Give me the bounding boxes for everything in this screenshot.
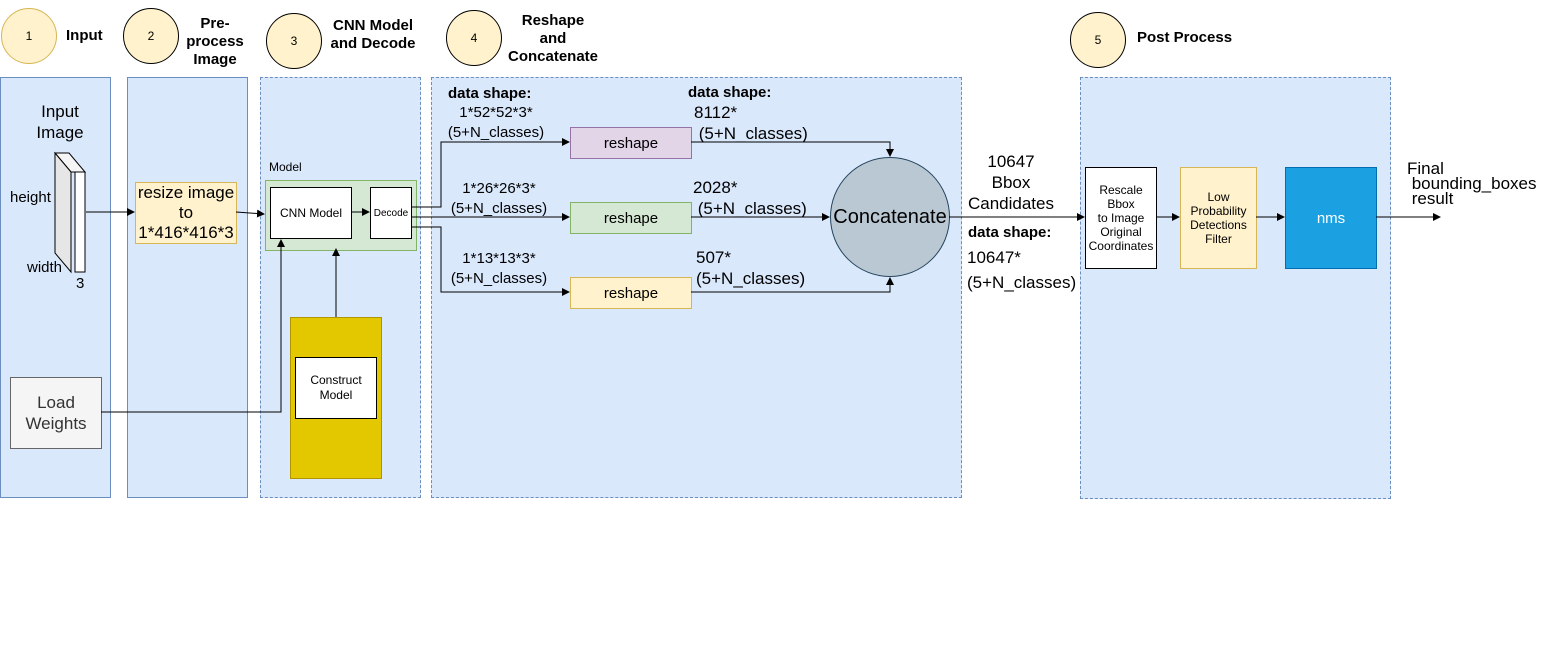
arrow-reshape-1-to-concat — [691, 141, 894, 157]
stage-5-circle: 5 — [1070, 12, 1126, 68]
stage-4-number: 4 — [470, 31, 478, 45]
reshape-label-1: reshape — [603, 134, 659, 152]
rescale-bbox-label: Rescale Bbox to Image Original Coordinat… — [1088, 183, 1154, 253]
decode-label: Decode — [373, 207, 409, 219]
nms-label: nms — [1316, 209, 1346, 227]
stage-2-circle: 2 — [123, 8, 179, 64]
model-group-label: Model — [269, 160, 302, 174]
construct-model-label: Construct Model — [310, 373, 362, 402]
reshape-box-3[interactable]: reshape — [570, 277, 692, 309]
reshape-box-2[interactable]: reshape — [570, 202, 692, 234]
resize-image-label: resize image to 1*416*416*3 — [137, 183, 235, 242]
output-shape-2028: 2028* (5+N_classes) — [693, 178, 807, 218]
bbox-candidates-label: 10647 Bbox Candidates — [967, 152, 1054, 213]
final-result-label: Final bounding_boxes result — [1407, 159, 1537, 208]
reshape-label-2: reshape — [603, 209, 659, 227]
height-label: height — [10, 189, 51, 206]
input-shape-26: 1*26*26*3* (5+N_classes) — [450, 180, 548, 217]
input-shape-52: 1*52*52*3* (5+N_classes) — [447, 104, 545, 141]
construct-model-box[interactable]: Construct Model — [295, 357, 377, 419]
cnn-model-box[interactable]: CNN Model — [270, 187, 352, 239]
stage-1-number: 1 — [25, 29, 33, 43]
preprocess-panel — [127, 77, 248, 498]
input-shape-13: 1*13*13*3* (5+N_classes) — [450, 250, 548, 287]
stage-4-circle: 4 — [446, 10, 502, 66]
arrow-weights-to-cnn — [101, 239, 285, 413]
between-shape: 10647* (5+N_classes) — [967, 248, 1077, 292]
arrow-reshape-3-to-concat — [691, 277, 894, 293]
stage-3-circle: 3 — [266, 13, 322, 69]
postprocess-panel — [1080, 77, 1391, 499]
arrow-decode-to-reshape-1 — [411, 138, 570, 208]
channels-label: 3 — [76, 275, 85, 292]
decode-box[interactable]: Decode — [370, 187, 412, 239]
stage-4-title: Reshape and Concatenate — [507, 12, 599, 65]
low-probability-filter-box[interactable]: Low Probability Detections Filter — [1180, 167, 1257, 269]
concatenate-label: Concatenate — [833, 205, 947, 228]
output-shape-507: 507* (5+N_classes) — [696, 248, 806, 288]
load-weights-box[interactable]: Load Weights — [10, 377, 102, 449]
stage-3-title: CNN Model and Decode — [330, 17, 416, 52]
stage-3-number: 3 — [290, 34, 298, 48]
between-data-shape-heading: data shape: — [968, 224, 1052, 241]
rescale-bbox-box[interactable]: Rescale Bbox to Image Original Coordinat… — [1085, 167, 1157, 269]
nms-box[interactable]: nms — [1285, 167, 1377, 269]
output-data-shape-heading: data shape: — [688, 84, 772, 101]
resize-image-box[interactable]: resize image to 1*416*416*3 — [135, 182, 237, 244]
stage-2-title: Pre- process Image — [186, 15, 244, 68]
input-image-icon — [54, 151, 87, 274]
stage-5-title: Post Process — [1137, 29, 1233, 46]
stage-1-circle: 1 — [1, 8, 57, 64]
input-data-shape-heading: data shape: — [448, 85, 532, 102]
reshape-panel — [431, 77, 962, 498]
input-image-label: Input Image — [36, 102, 84, 142]
stage-5-number: 5 — [1094, 33, 1102, 47]
output-shape-8112: 8112* (5+N_classes) — [694, 103, 808, 143]
load-weights-label: Load Weights — [25, 393, 87, 433]
cnn-model-label: CNN Model — [279, 206, 342, 220]
concatenate-node[interactable]: Concatenate — [830, 157, 950, 277]
width-label: width — [27, 259, 63, 276]
arrow-resize-to-model — [235, 209, 265, 218]
stage-2-number: 2 — [147, 29, 155, 43]
reshape-box-1[interactable]: reshape — [570, 127, 692, 159]
low-probability-filter-label: Low Probability Detections Filter — [1190, 190, 1247, 246]
reshape-label-3: reshape — [603, 284, 659, 302]
stage-1-title: Input — [66, 27, 103, 44]
arrow-decode-to-reshape-3 — [411, 226, 570, 296]
